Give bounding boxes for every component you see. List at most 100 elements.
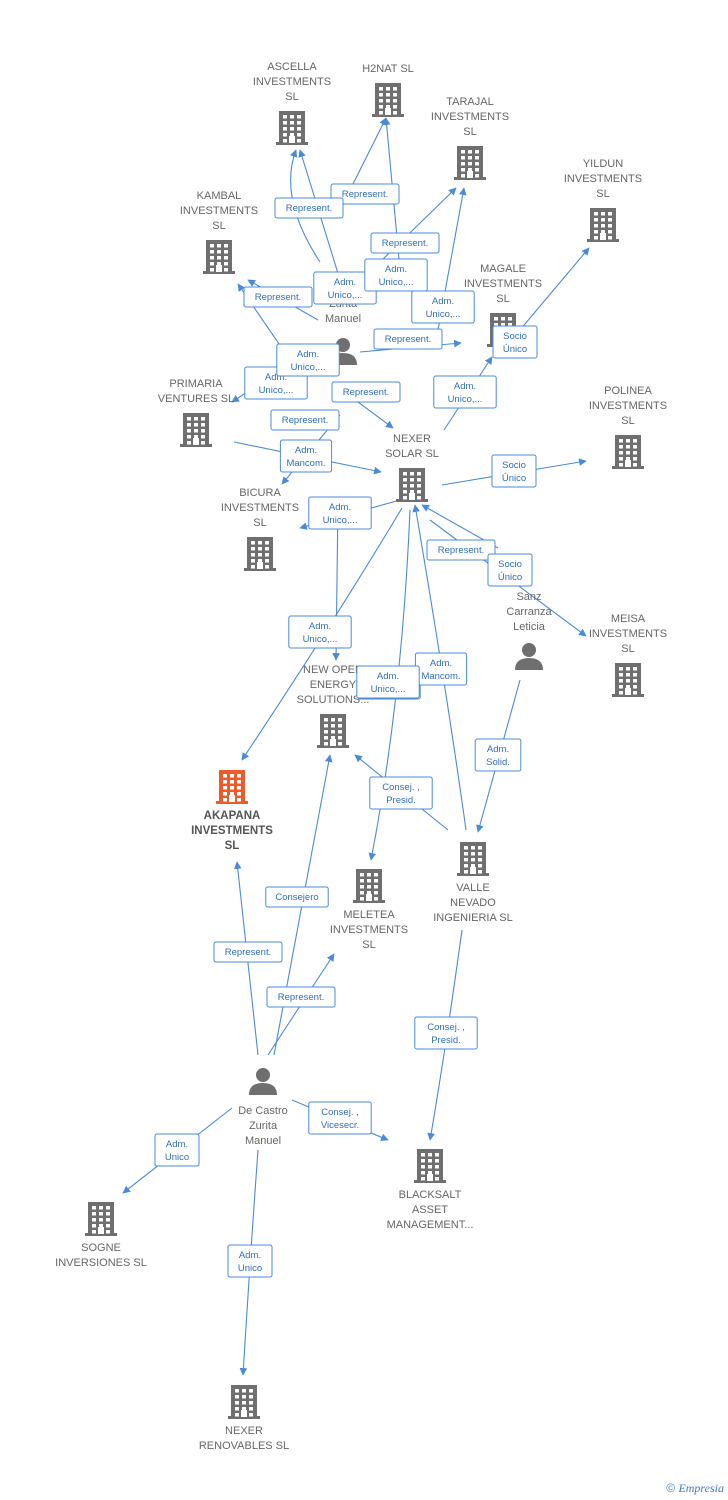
edge-label[interactable]: Represent. — [426, 539, 496, 561]
edge-label[interactable]: Adm. Unico — [227, 1244, 273, 1278]
edge-label[interactable]: Adm.Unico,... — [313, 271, 377, 305]
edge-label-text: Unico,... — [426, 309, 461, 320]
edge-label-text: Unico,... — [259, 385, 294, 396]
edge-label-box — [426, 539, 496, 561]
edge-label-text: Socio — [498, 559, 522, 570]
edge-label-text: Unico,... — [303, 634, 338, 645]
edge-label[interactable]: Adm.Unico,... — [308, 496, 372, 530]
edge-label-box — [474, 738, 522, 772]
edge-label[interactable]: Adm.Unico,... — [288, 615, 352, 649]
node-label: Carranza — [506, 606, 552, 618]
edge-label[interactable]: Represent. — [370, 232, 440, 254]
edge-label-text: Socio — [503, 331, 527, 342]
edge-label[interactable]: Adm.Unico,... — [276, 343, 340, 377]
edge-label[interactable]: Represent. — [266, 986, 336, 1008]
building-icon — [396, 468, 428, 502]
edge-label-text: Unico,... — [448, 394, 483, 405]
edge-label[interactable]: Represent. — [274, 197, 344, 219]
edge-label[interactable]: Represent. — [243, 286, 313, 308]
edge-label[interactable]: Adm.Unico,... — [433, 375, 497, 409]
building-icon — [454, 146, 486, 180]
edge-label-box — [227, 1244, 273, 1278]
company-node-blacksalt[interactable]: BLACKSALTASSETMANAGEMENT... — [387, 1149, 474, 1231]
edge-label[interactable]: Consej. ,Presid. — [414, 1016, 478, 1050]
node-label: INVESTMENTS — [330, 924, 408, 936]
edge-label[interactable]: Consej. ,Presid. — [369, 776, 433, 810]
edge-label-text: Vicesecr. — [321, 1120, 359, 1131]
edge-label-text: Unico — [238, 1263, 262, 1274]
building-icon — [457, 842, 489, 876]
edge-label[interactable]: Represent. — [270, 409, 340, 431]
building-icon — [372, 83, 404, 117]
company-node-new_open[interactable]: NEW OPENENERGYSOLUTIONS... — [297, 664, 370, 748]
node-label: KAMBAL — [197, 190, 242, 202]
edge-label[interactable]: Represent. — [373, 328, 443, 350]
building-icon — [180, 413, 212, 447]
footer-brand[interactable]: © Empresia — [666, 1481, 724, 1496]
edge-label-box — [370, 232, 440, 254]
edge-label-text: Presid. — [431, 1035, 461, 1046]
node-label: INVESTMENTS — [564, 173, 642, 185]
edge-label[interactable]: Consej. ,Vicesecr. — [308, 1101, 372, 1135]
company-node-h2nat[interactable]: H2NAT SL — [362, 63, 414, 117]
edge-label-text: Represent. — [343, 387, 389, 398]
node-label: MANAGEMENT... — [387, 1219, 474, 1231]
node-label: SL — [463, 126, 476, 138]
edge-label[interactable]: Represent. — [213, 941, 283, 963]
node-label: SL — [253, 517, 266, 529]
edge-label-text: Adm. — [239, 1250, 261, 1261]
edge-label[interactable]: Adm.Solid. — [474, 738, 522, 772]
edge-label-box — [411, 290, 475, 324]
edge-label-box — [331, 381, 401, 403]
node-label: AKAPANA — [204, 810, 261, 822]
node-label: MEISA — [611, 613, 646, 625]
edge-label-text: Represent. — [225, 947, 271, 958]
edge-label[interactable]: Adm.Unico — [154, 1133, 200, 1167]
edge-label-text: Mancom. — [421, 671, 460, 682]
edge-label[interactable]: Adm.Unico,... — [364, 258, 428, 292]
node-label: SL — [285, 91, 298, 103]
edge-label[interactable]: Represent. — [331, 381, 401, 403]
node-label: INVESTMENTS — [464, 278, 542, 290]
edge-label[interactable]: Consejero — [265, 886, 329, 908]
edge-label-box — [308, 1101, 372, 1135]
building-icon — [317, 714, 349, 748]
edge-label[interactable]: Adm.Unico,... — [411, 290, 475, 324]
edge-label-box — [364, 258, 428, 292]
edge-label[interactable]: Adm.Mancom. — [279, 439, 333, 473]
edge-label[interactable]: Represent. — [330, 183, 400, 205]
building-icon — [85, 1202, 117, 1236]
edge-label-box — [243, 286, 313, 308]
edge-label-box — [369, 776, 433, 810]
node-label: YILDUN — [583, 158, 623, 170]
edge-label[interactable]: Adm.Unico,... — [356, 665, 420, 699]
edge-label-text: Único — [503, 344, 527, 355]
edge-label-text: Mancom. — [286, 458, 325, 469]
node-label: H2NAT SL — [362, 63, 414, 75]
edge-label-box — [288, 615, 352, 649]
node-label: SOLAR SL — [385, 448, 439, 460]
edge-label[interactable]: Adm.Mancom. — [414, 652, 468, 686]
edge-label-text: Consejero — [275, 892, 318, 903]
